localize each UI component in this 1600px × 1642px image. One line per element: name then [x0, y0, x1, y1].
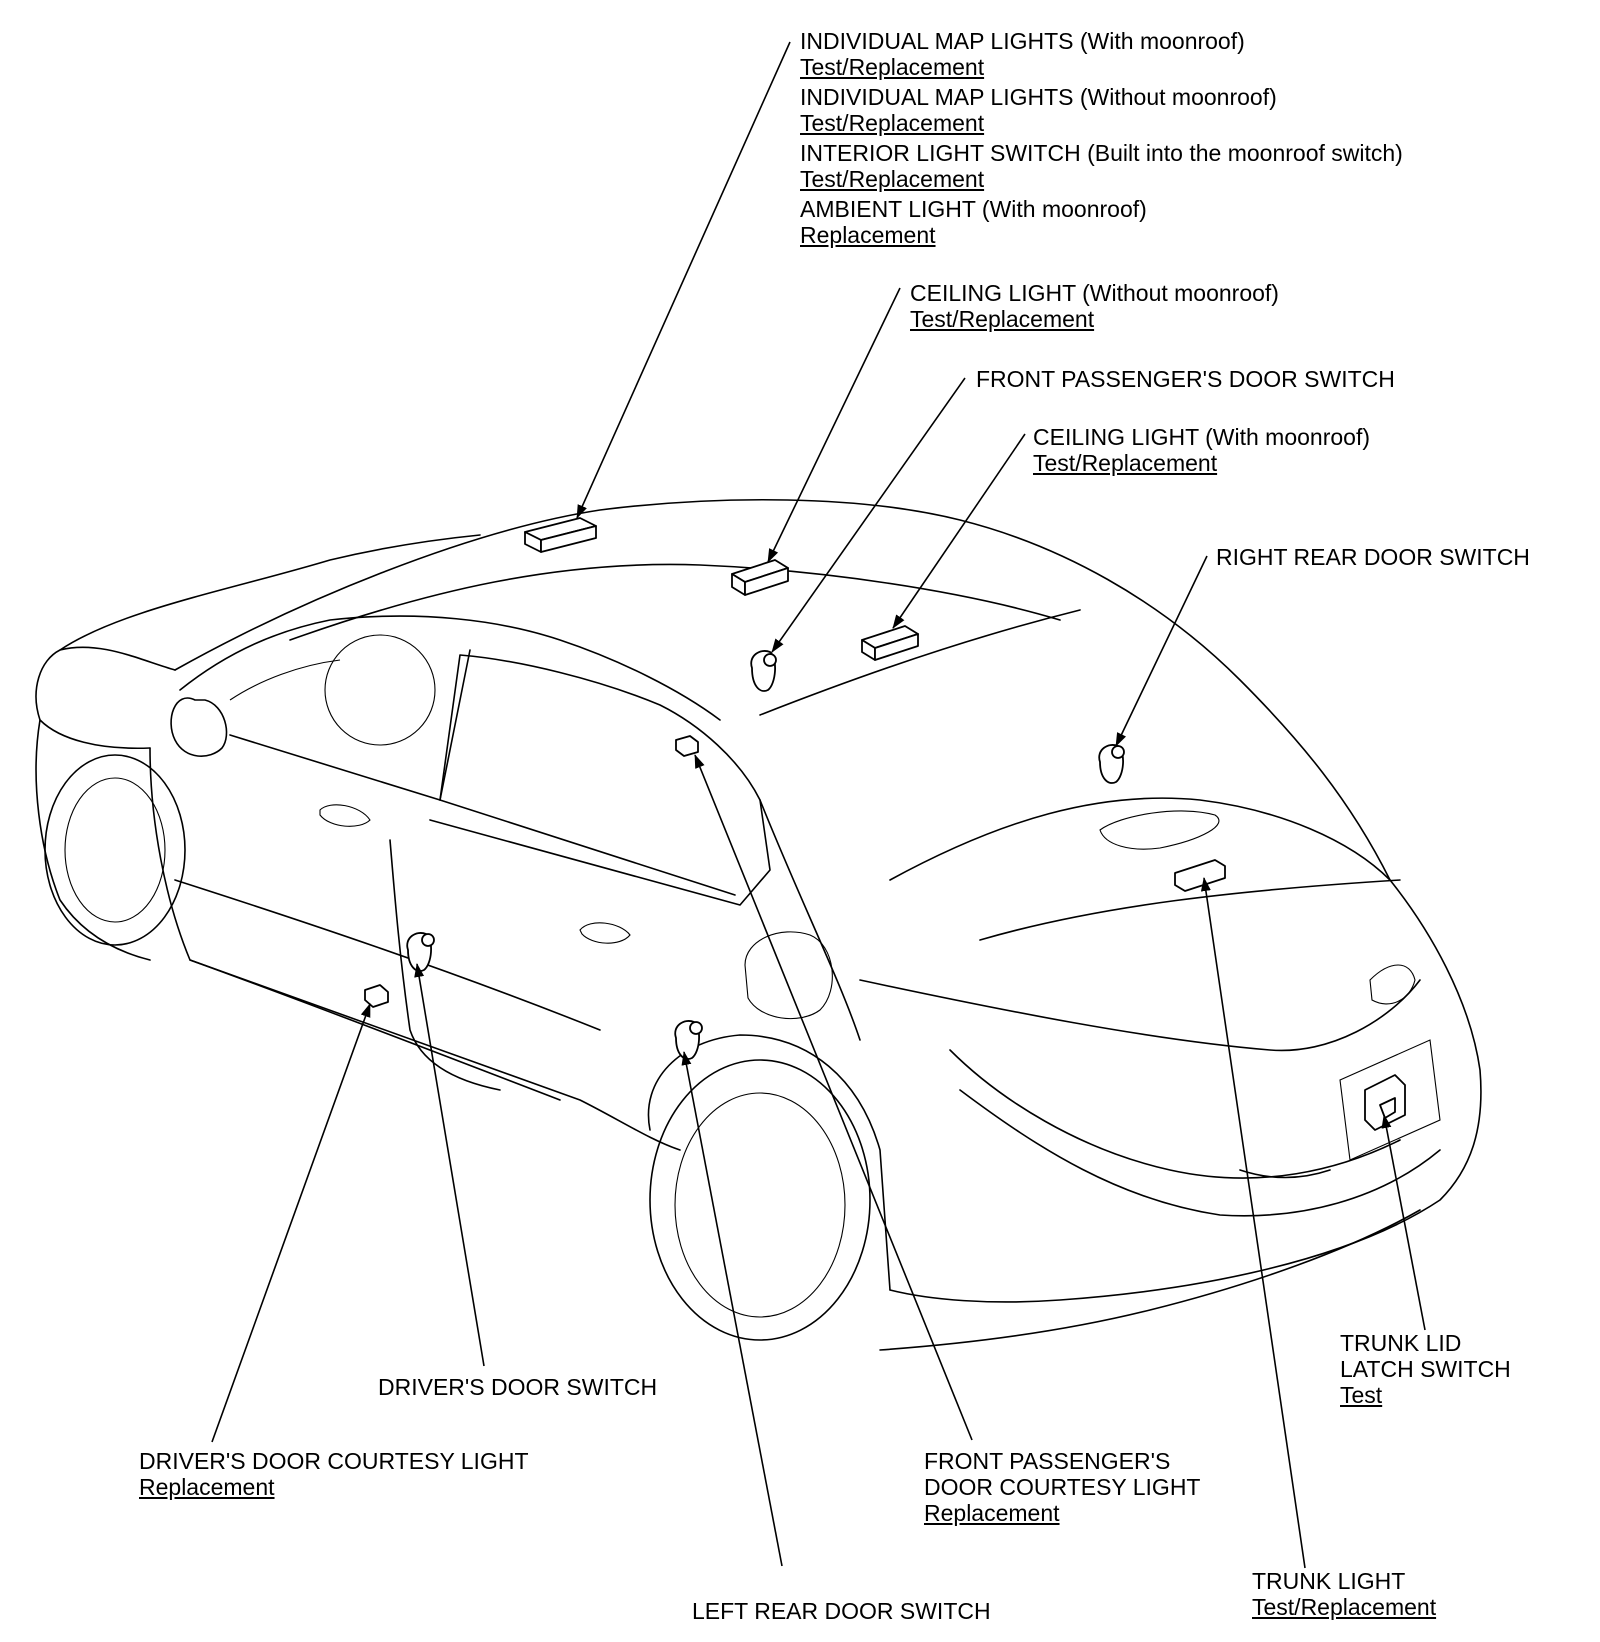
- leader-map-lights: [576, 41, 791, 519]
- label-ceiling-light-with: CEILING LIGHT (With moonroof) Test/Repla…: [1033, 424, 1370, 476]
- leader-front-passenger-door-switch: [771, 377, 966, 653]
- label-drivers-door-courtesy-light: DRIVER'S DOOR COURTESY LIGHT Replacement: [139, 1448, 529, 1500]
- label-map-lights-with: INDIVIDUAL MAP LIGHTS (With moonroof) Te…: [800, 28, 1245, 80]
- label-map-lights-without: INDIVIDUAL MAP LIGHTS (Without moonroof)…: [800, 84, 1277, 136]
- ceiling-light-with-part: [861, 625, 919, 661]
- label-right-rear-door-switch: RIGHT REAR DOOR SWITCH: [1216, 544, 1530, 570]
- label-ceiling-light-with-title: CEILING LIGHT (With moonroof): [1033, 424, 1370, 450]
- label-left-rear-door-switch: LEFT REAR DOOR SWITCH: [692, 1598, 991, 1624]
- right-rear-door-switch-part: [1098, 744, 1125, 784]
- leader-drivers-door-courtesy-light: [211, 1003, 371, 1443]
- label-drivers-door-switch: DRIVER'S DOOR SWITCH: [378, 1374, 657, 1400]
- drivers-door-courtesy-light-part: [364, 984, 389, 1008]
- label-map-lights-without-title: INDIVIDUAL MAP LIGHTS (Without moonroof): [800, 84, 1277, 110]
- car-body: [35, 498, 1482, 1351]
- label-trunk-light-title: TRUNK LIGHT: [1252, 1568, 1406, 1594]
- link-trunk-lid-latch-switch[interactable]: Test: [1340, 1382, 1383, 1408]
- label-interior-light-switch-title: INTERIOR LIGHT SWITCH (Built into the mo…: [800, 140, 1403, 166]
- label-trunk-light: TRUNK LIGHT Test/Replacement: [1252, 1568, 1436, 1620]
- trunk-latch-switch-part: [1364, 1074, 1406, 1131]
- leader-left-rear-door-switch: [681, 1051, 783, 1567]
- front-passenger-courtesy-light-part: [675, 735, 699, 757]
- link-ceiling-light-with[interactable]: Test/Replacement: [1033, 450, 1218, 476]
- drivers-door-switch-part: [406, 932, 435, 972]
- label-ceiling-light-without: CEILING LIGHT (Without moonroof) Test/Re…: [910, 280, 1279, 332]
- label-right-rear-door-switch-title: RIGHT REAR DOOR SWITCH: [1216, 544, 1530, 570]
- label-front-passenger-door-switch: FRONT PASSENGER'S DOOR SWITCH: [976, 366, 1395, 392]
- trunk-light-part: [1174, 859, 1226, 892]
- leader-trunk-light: [1200, 877, 1306, 1569]
- link-drivers-door-courtesy-light[interactable]: Replacement: [139, 1474, 275, 1500]
- leader-drivers-door-switch: [414, 963, 485, 1367]
- label-map-lights-with-title: INDIVIDUAL MAP LIGHTS (With moonroof): [800, 28, 1245, 54]
- link-ceiling-light-without[interactable]: Test/Replacement: [910, 306, 1095, 332]
- front-passenger-door-switch-part: [750, 650, 777, 692]
- label-ambient-light: AMBIENT LIGHT (With moonroof) Replacemen…: [800, 196, 1147, 248]
- label-drivers-door-courtesy-light-title: DRIVER'S DOOR COURTESY LIGHT: [139, 1448, 529, 1474]
- link-map-lights-without[interactable]: Test/Replacement: [800, 110, 985, 136]
- label-ceiling-light-without-title: CEILING LIGHT (Without moonroof): [910, 280, 1279, 306]
- link-interior-light-switch[interactable]: Test/Replacement: [800, 166, 985, 192]
- link-ambient-light[interactable]: Replacement: [800, 222, 936, 248]
- label-ambient-light-title: AMBIENT LIGHT (With moonroof): [800, 196, 1147, 222]
- link-map-lights-with[interactable]: Test/Replacement: [800, 54, 985, 80]
- leader-trunk-latch-switch: [1381, 1114, 1426, 1331]
- label-drivers-door-switch-title: DRIVER'S DOOR SWITCH: [378, 1374, 658, 1400]
- label-front-passenger-door-switch-title: FRONT PASSENGER'S DOOR SWITCH: [976, 366, 1395, 392]
- label-front-passenger-courtesy-line1: FRONT PASSENGER'S: [924, 1448, 1171, 1474]
- link-trunk-light[interactable]: Test/Replacement: [1252, 1594, 1437, 1620]
- label-trunk-lid-line2: LATCH SWITCH: [1340, 1356, 1511, 1382]
- label-trunk-lid-line1: TRUNK LID: [1340, 1330, 1462, 1356]
- label-front-passenger-courtesy-line2: DOOR COURTESY LIGHT: [924, 1474, 1201, 1500]
- leader-right-rear-door-switch: [1115, 555, 1208, 747]
- ceiling-light-without-part: [731, 559, 789, 596]
- leader-ceiling-light-without: [767, 287, 901, 563]
- label-front-passenger-courtesy-light: FRONT PASSENGER'S DOOR COURTESY LIGHT Re…: [924, 1448, 1200, 1526]
- map-lights-part: [524, 517, 597, 553]
- leader-lines: [211, 41, 1426, 1569]
- label-left-rear-door-switch-title: LEFT REAR DOOR SWITCH: [692, 1598, 991, 1624]
- link-front-passenger-courtesy-light[interactable]: Replacement: [924, 1500, 1060, 1526]
- label-trunk-lid-latch-switch: TRUNK LID LATCH SWITCH Test: [1340, 1330, 1511, 1408]
- label-interior-light-switch: INTERIOR LIGHT SWITCH (Built into the mo…: [800, 140, 1403, 192]
- leader-front-passenger-courtesy-light: [694, 754, 973, 1441]
- left-rear-door-switch-part: [674, 1020, 703, 1060]
- leader-ceiling-light-with: [892, 433, 1026, 629]
